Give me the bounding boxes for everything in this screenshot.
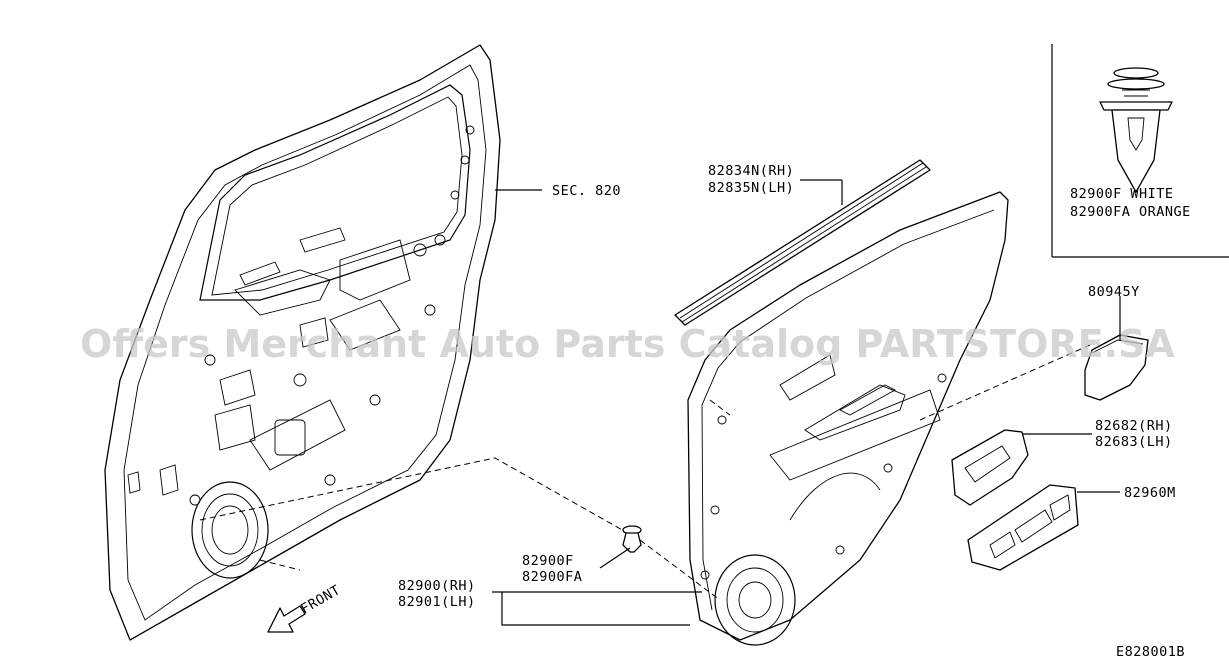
- label-belt-lh: 82835N(LH): [708, 180, 794, 196]
- label-clip-white: 82900F WHITE: [1070, 186, 1174, 202]
- label-handle-lh: 82683(LH): [1095, 434, 1173, 450]
- switch-finisher-drawing: [967, 484, 1079, 571]
- belt-molding-drawing: [674, 159, 931, 326]
- label-switch: 82960M: [1124, 485, 1176, 501]
- label-trim-lh: 82901(LH): [398, 594, 476, 610]
- label-clip-f: 82900F: [522, 553, 574, 569]
- label-sec-820: SEC. 820: [552, 183, 621, 199]
- label-belt-rh: 82834N(RH): [708, 163, 794, 179]
- clip-detail-inset: [1051, 44, 1229, 258]
- small-clip-drawing: [622, 525, 642, 553]
- label-cap: 80945Y: [1088, 284, 1140, 300]
- door-trim-drawing: [687, 191, 1009, 646]
- front-arrow: [267, 605, 306, 633]
- label-clip-orange: 82900FA ORANGE: [1070, 204, 1191, 220]
- label-clip-fa: 82900FA: [522, 569, 582, 585]
- door-panel-drawing: [104, 44, 501, 641]
- watermark-text: Offers Merchant Auto Parts Catalog PARTS…: [80, 322, 1175, 366]
- cap-drawing: [1084, 334, 1149, 401]
- diagram-code: E828001B: [1116, 644, 1185, 660]
- inner-handle-drawing: [951, 429, 1029, 506]
- label-handle-rh: 82682(RH): [1095, 418, 1173, 434]
- label-trim-rh: 82900(RH): [398, 578, 476, 594]
- label-front: FRONT: [298, 582, 343, 617]
